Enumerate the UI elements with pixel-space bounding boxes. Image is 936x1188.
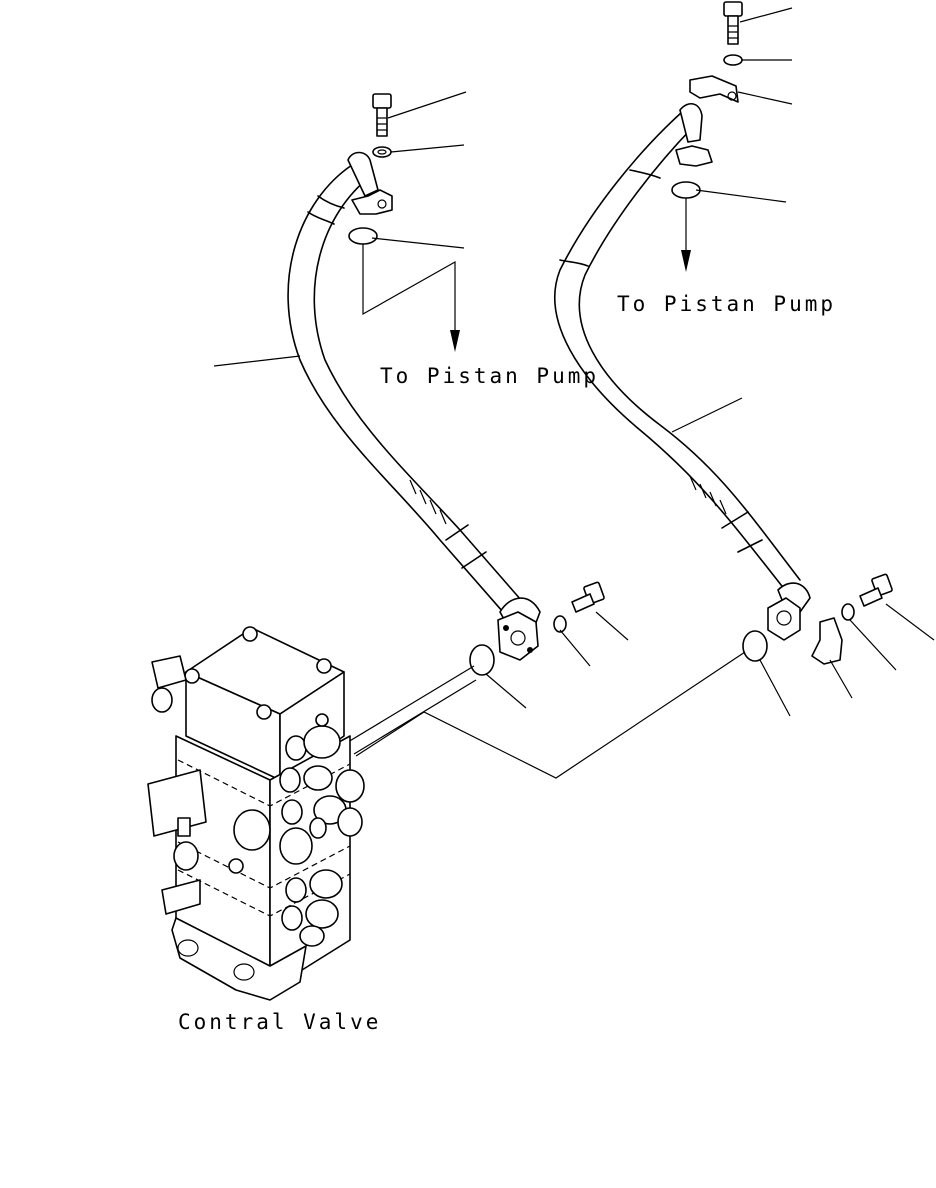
left-hose-assembly: [213, 91, 629, 709]
right-bottom-washer: [841, 603, 855, 621]
valve-spools: [228, 713, 365, 947]
right-top-bolt: [723, 1, 743, 45]
valve-base: [171, 917, 307, 1001]
right-bottom-oring: [742, 630, 768, 662]
left-top-washer: [372, 146, 392, 158]
right-bottom-bolt: [859, 573, 893, 607]
right-top-clamp-lower: [675, 145, 713, 167]
control-valve: [147, 626, 365, 1001]
label-to-pump-left: To Pistan Pump: [380, 364, 599, 388]
right-hose: [554, 111, 786, 591]
right-bottom-clamp: [811, 617, 843, 665]
right-bottom-flange: [767, 597, 801, 641]
left-top-oring: [348, 227, 378, 245]
left-bottom-washer: [553, 615, 567, 633]
right-top-clamp-upper: [689, 75, 739, 103]
right-hose-assembly: [554, 1, 935, 717]
right-top-washer: [723, 54, 743, 66]
left-hose: [287, 164, 511, 621]
left-top-bolt: [372, 93, 392, 137]
left-bottom-flange: [497, 611, 539, 661]
label-control-valve: Contral Valve: [178, 1010, 381, 1034]
left-bottom-oring: [469, 644, 495, 676]
label-to-pump-right: To Pistan Pump: [617, 292, 836, 316]
right-top-oring: [671, 181, 701, 199]
left-bottom-bolt: [571, 581, 605, 613]
